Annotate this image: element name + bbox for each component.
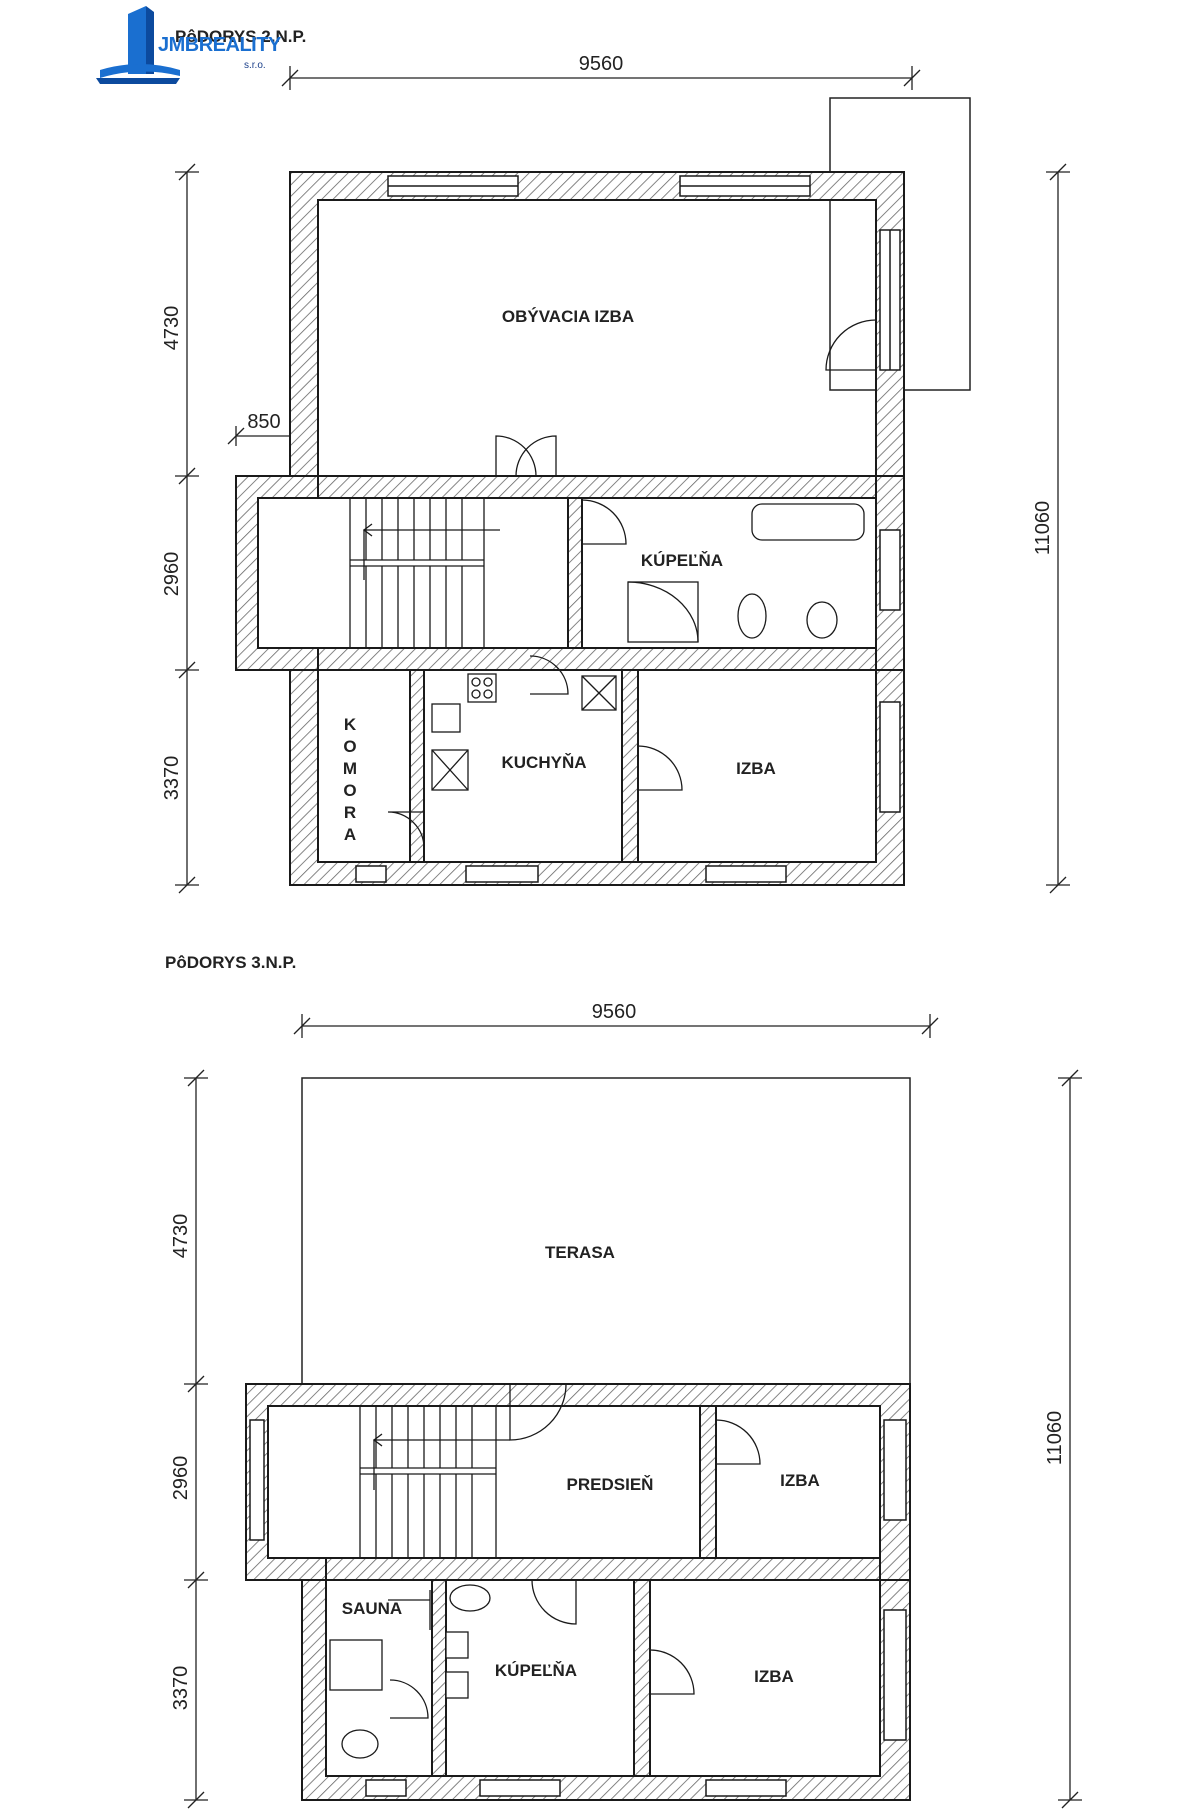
floor-2-height-2: 2960 bbox=[161, 552, 183, 597]
floor-3-sauna-label: SAUNA bbox=[342, 1599, 402, 1618]
floor-3-fixtures bbox=[329, 1584, 491, 1759]
floor-3-doors bbox=[389, 1383, 761, 1719]
floor-2-walls bbox=[235, 171, 905, 886]
floor-2-width-label: 9560 bbox=[579, 53, 624, 75]
pantry-letter: O bbox=[343, 737, 356, 756]
floor-2-bathroom-label: KÚPEĽŇA bbox=[641, 551, 723, 570]
floor-2-living-room-label: OBÝVACIA IZBA bbox=[502, 307, 634, 326]
floor-3-hall-label: PREDSIEŇ bbox=[567, 1475, 654, 1494]
pantry-letter: O bbox=[343, 781, 356, 800]
floor-2-total-height: 11060 bbox=[1032, 501, 1054, 555]
floor-2-pantry-label: K O M O R A bbox=[343, 715, 357, 844]
floor-2-left-dimension bbox=[175, 163, 199, 894]
logo-suffix: s.r.o. bbox=[244, 60, 266, 71]
floor-2-plan: PôDORYS 2.N.P. 9560 4730 2960 3370 bbox=[161, 27, 1070, 894]
pantry-letter: K bbox=[344, 715, 357, 734]
floor-3-plan: PôDORYS 3.N.P. 9560 4730 2960 3370 bbox=[165, 953, 1082, 1809]
floor-2-height-3: 3370 bbox=[161, 756, 183, 801]
floor-2-doors bbox=[387, 319, 877, 849]
logo-text: JMBREALITY bbox=[158, 34, 281, 56]
floor-3-total-height: 11060 bbox=[1044, 1411, 1066, 1465]
floor-3-height-2: 2960 bbox=[170, 1456, 192, 1501]
floor-2-kitchen-label: KUCHYŇA bbox=[502, 753, 587, 772]
floor-3-windows bbox=[249, 1419, 907, 1797]
company-logo bbox=[96, 6, 180, 84]
pantry-letter: A bbox=[344, 825, 356, 844]
floor-2-right-dimension bbox=[1046, 163, 1070, 894]
floor-3-right-dimension bbox=[1058, 1069, 1082, 1809]
pantry-letter: M bbox=[343, 759, 357, 778]
floor-2-windows bbox=[355, 175, 901, 883]
floor-3-height-1: 4730 bbox=[170, 1214, 192, 1259]
pantry-letter: R bbox=[344, 803, 356, 822]
floor-2-fixtures bbox=[431, 503, 865, 791]
floor-2-staircase bbox=[349, 497, 500, 649]
floor-3-walls bbox=[245, 1383, 911, 1801]
floor-3-staircase bbox=[359, 1405, 510, 1559]
floor-3-width-dimension bbox=[293, 1014, 939, 1038]
floor-3-left-dimension bbox=[184, 1069, 208, 1809]
floor-2-height-1: 4730 bbox=[161, 306, 183, 351]
floor-2-small-dim-label: 850 bbox=[247, 411, 280, 433]
floor-3-terrace bbox=[301, 1077, 911, 1385]
floor-3-height-3: 3370 bbox=[170, 1666, 192, 1711]
floor-2-title: PôDORYS 2.N.P. bbox=[175, 27, 306, 46]
floor-3-terrace-label: TERASA bbox=[545, 1243, 615, 1262]
floor-3-bathroom-label: KÚPEĽŇA bbox=[495, 1661, 577, 1680]
floor-3-title: PôDORYS 3.N.P. bbox=[165, 953, 296, 972]
floor-3-width-label: 9560 bbox=[592, 1001, 637, 1023]
floor-2-width-dimension bbox=[281, 66, 921, 90]
floor-3-small-room-label: IZBA bbox=[780, 1471, 820, 1490]
floor-3-room-label: IZBA bbox=[754, 1667, 794, 1686]
floor-2-room-label: IZBA bbox=[736, 759, 776, 778]
